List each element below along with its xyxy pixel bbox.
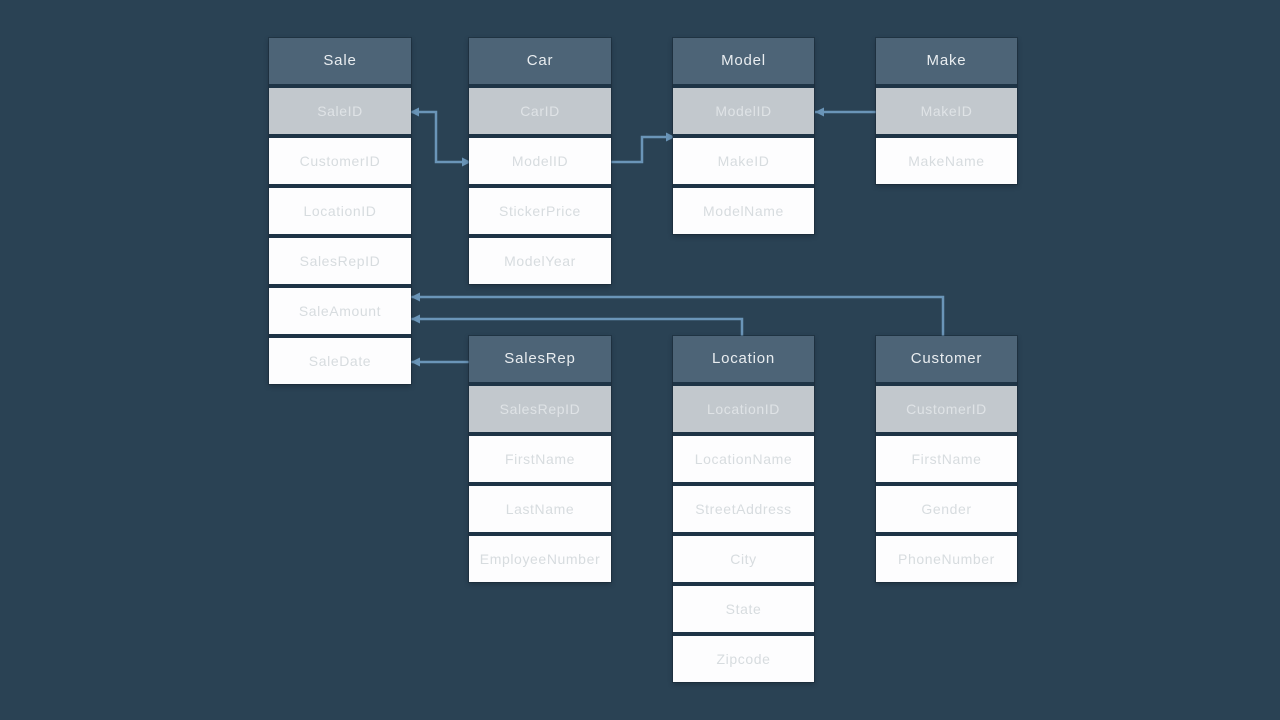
field-row-makename: MakeName bbox=[876, 138, 1017, 184]
field-row-locationname: LocationName bbox=[673, 436, 814, 482]
connector-sale-saleamount-to-customer bbox=[411, 295, 945, 340]
field-row-modelid: ModelID bbox=[469, 138, 611, 184]
field-row-modelyear: ModelYear bbox=[469, 238, 611, 284]
primary-key-row-make: MakeID bbox=[876, 88, 1017, 134]
table-title-model: Model bbox=[673, 38, 814, 84]
connector-arrow-tip bbox=[411, 357, 420, 367]
connector-sale-saleamount-to-location bbox=[411, 317, 744, 340]
table-title-make: Make bbox=[876, 38, 1017, 84]
connector-arrow-tip bbox=[815, 107, 824, 117]
field-row-zipcode: Zipcode bbox=[673, 636, 814, 682]
primary-key-row-sale: SaleID bbox=[269, 88, 411, 134]
field-row-modelname: ModelName bbox=[673, 188, 814, 234]
field-row-phonenumber: PhoneNumber bbox=[876, 536, 1017, 582]
field-row-saleamount: SaleAmount bbox=[269, 288, 411, 334]
connector-car-modelid-to-model-modelid bbox=[610, 135, 675, 164]
field-row-state: State bbox=[673, 586, 814, 632]
field-row-salesrepid: SalesRepID bbox=[269, 238, 411, 284]
table-title-sale: Sale bbox=[269, 38, 411, 84]
connector-arrow-tip bbox=[666, 132, 675, 142]
field-row-stickerprice: StickerPrice bbox=[469, 188, 611, 234]
connector-arrow-tip bbox=[462, 157, 471, 167]
primary-key-row-location: LocationID bbox=[673, 386, 814, 432]
connector-sale-saleid-to-car-modelid bbox=[410, 110, 471, 164]
field-row-lastname: LastName bbox=[469, 486, 611, 532]
field-row-firstname: FirstName bbox=[469, 436, 611, 482]
field-row-makeid: MakeID bbox=[673, 138, 814, 184]
connector-arrow-tip bbox=[411, 292, 420, 302]
field-row-streetaddress: StreetAddress bbox=[673, 486, 814, 532]
connector-arrow-tip bbox=[411, 314, 420, 324]
field-row-employeenumber: EmployeeNumber bbox=[469, 536, 611, 582]
table-title-car: Car bbox=[469, 38, 611, 84]
table-title-customer: Customer bbox=[876, 336, 1017, 382]
field-row-firstname: FirstName bbox=[876, 436, 1017, 482]
field-row-saledate: SaleDate bbox=[269, 338, 411, 384]
primary-key-row-model: ModelID bbox=[673, 88, 814, 134]
table-title-location: Location bbox=[673, 336, 814, 382]
field-row-gender: Gender bbox=[876, 486, 1017, 532]
table-title-salesrep: SalesRep bbox=[469, 336, 611, 382]
field-row-customerid: CustomerID bbox=[269, 138, 411, 184]
primary-key-row-salesrep: SalesRepID bbox=[469, 386, 611, 432]
field-row-locationid: LocationID bbox=[269, 188, 411, 234]
primary-key-row-car: CarID bbox=[469, 88, 611, 134]
connector-arrow-tip bbox=[410, 107, 419, 117]
field-row-city: City bbox=[673, 536, 814, 582]
primary-key-row-customer: CustomerID bbox=[876, 386, 1017, 432]
